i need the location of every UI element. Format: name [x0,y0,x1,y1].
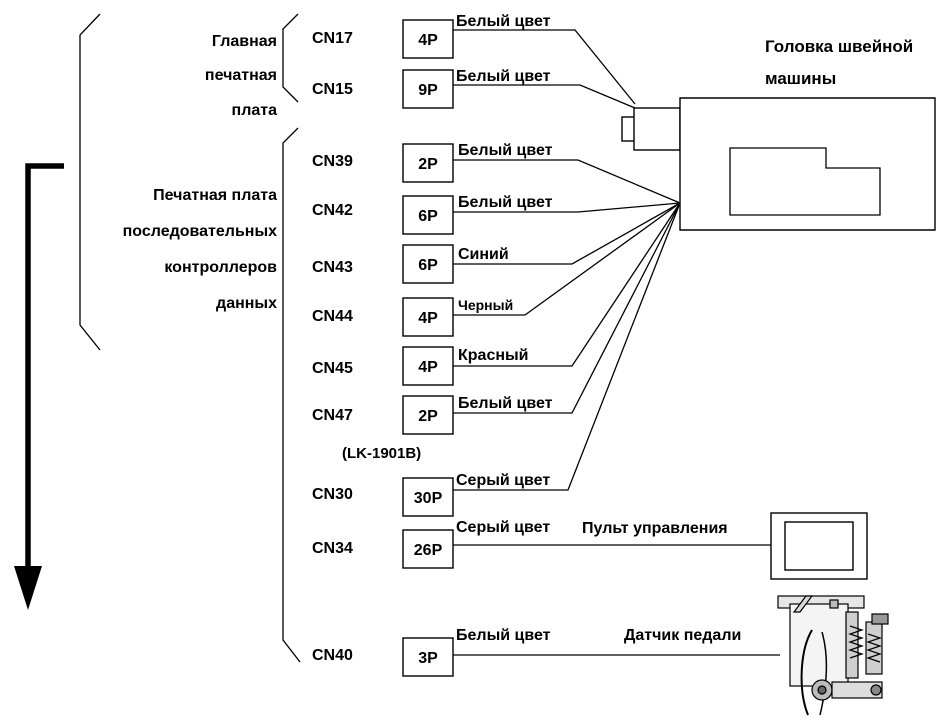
serial-board-label-4: данных [216,295,277,312]
control-panel-icon [770,512,868,580]
cn45-pins: 4P [418,359,438,376]
pin-boxes: 4P 9P 2P 6P 6P 4P 4P 2P [402,19,454,677]
cn42-pins: 6P [418,208,438,225]
pedal-sensor-label: Датчик педали [624,627,741,644]
main-board-bracket [282,13,299,103]
cn42-pin-box: 6P [402,195,454,235]
control-panel-label: Пульт управления [582,520,728,537]
cn15-wire-color: Белый цвет [456,68,551,85]
cn47-label: CN47 [312,407,353,424]
connector-labels: CN17 CN15 CN39 CN42 CN43 CN44 CN45 CN47 … [312,30,353,664]
serial-board-wires [453,159,681,491]
cn39-label: CN39 [312,153,353,170]
cn30-wire-color: Серый цвет [456,472,550,489]
cn43-wire-color: Синий [458,246,509,263]
cn47-pins: 2P [418,408,438,425]
wire-color-labels: Белый цвет Белый цвет Белый цвет Белый ц… [456,13,553,644]
main-board-label-3: плата [232,102,278,119]
head-label-1: Головка швейной [765,37,913,56]
cn15-pin-box: 9P [402,69,454,109]
cn30-pin-box: 30P [402,477,454,517]
serial-board-bracket [282,127,301,663]
cn15-label: CN15 [312,81,353,98]
cn45-pin-box: 4P [402,346,454,386]
cn30-label: CN30 [312,486,353,503]
serial-board-label-1: Печатная плата [153,187,277,204]
cn34-wire-color: Серый цвет [456,519,550,536]
cn17-wire-color: Белый цвет [456,13,551,30]
cn39-pin-box: 2P [402,143,454,183]
cn43-pins: 6P [418,257,438,274]
cn44-pins: 4P [418,310,438,327]
cn15-pins: 9P [418,82,438,99]
cn44-label: CN44 [312,308,353,325]
main-board-wires [453,29,636,109]
cn40-pin-box: 3P [402,637,454,677]
cn44-wire-color: Черный [458,297,513,313]
down-arrow-icon [14,163,64,610]
cn34-pins: 26P [414,542,443,559]
cn42-label: CN42 [312,202,353,219]
cn47-note: (LK-1901B) [342,445,421,462]
serial-board-label-3: контроллеров [164,259,277,276]
cn34-pin-box: 26P [402,529,454,569]
main-board-label-1: Главная [212,33,277,50]
cn44-pin-box: 4P [402,297,454,337]
cn45-label: CN45 [312,360,353,377]
cn43-label: CN43 [312,259,353,276]
cn47-pin-box: 2P [402,395,454,435]
serial-board-label-2: последовательных [123,223,277,240]
cn17-pins: 4P [418,32,438,49]
main-board-label-2: печатная [205,67,277,84]
cn47-wire-color: Белый цвет [458,395,553,412]
cn42-wire-color: Белый цвет [458,194,553,211]
cn43-pin-box: 6P [402,244,454,284]
cn17-label: CN17 [312,30,353,47]
pedal-sensor-icon [777,595,889,716]
outer-bracket [79,13,101,351]
cn30-pins: 30P [414,490,443,507]
cn40-pins: 3P [418,650,438,667]
sewing-machine-head [621,97,936,231]
cn40-label: CN40 [312,647,353,664]
cn17-pin-box: 4P [402,19,454,59]
cn39-pins: 2P [418,156,438,173]
cn45-wire-color: Красный [458,347,529,364]
cn40-wire-color: Белый цвет [456,627,551,644]
cn39-wire-color: Белый цвет [458,142,553,159]
head-label-2: машины [765,69,836,88]
cn34-label: CN34 [312,540,353,557]
